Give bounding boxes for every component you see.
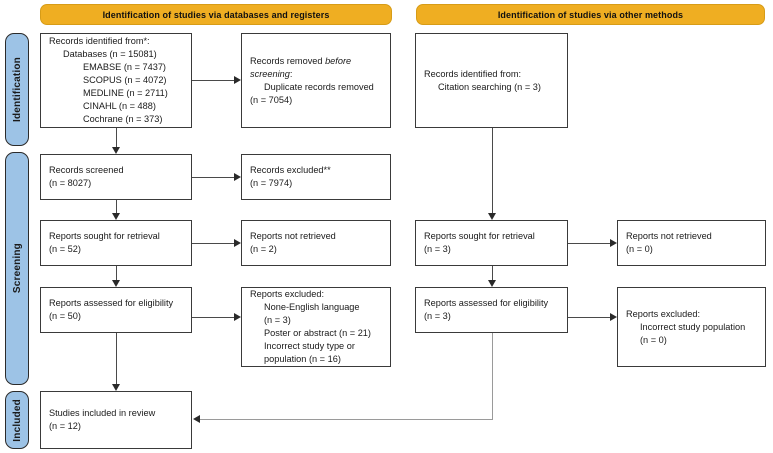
phase-label-included: Included xyxy=(5,391,29,449)
box-records-removed: Records removed before screening: Duplic… xyxy=(241,33,391,128)
records-identified-other-line-2: Citation searching (n = 3) xyxy=(438,81,541,92)
box-records-excluded: Records excluded** (n = 7974) xyxy=(241,154,391,200)
reports-excluded-right-line-1: Reports excluded: xyxy=(626,308,701,319)
studies-included-line-2: (n = 12) xyxy=(49,421,81,431)
records-screened-line-2: (n = 8027) xyxy=(49,178,92,188)
records-identified-line-6: CINAHL (n = 488) xyxy=(83,101,156,111)
box-records-identified-other: Records identified from: Citation search… xyxy=(415,33,568,128)
column-header-databases: Identification of studies via databases … xyxy=(40,4,392,25)
connector-right-to-included-vertical xyxy=(492,333,493,420)
reports-assessed-left-line-2: (n = 50) xyxy=(49,311,81,321)
reports-not-retrieved-right-line-2: (n = 0) xyxy=(626,244,653,254)
box-reports-excluded-left: Reports excluded: None-English language … xyxy=(241,287,391,367)
records-removed-l2-tail: : xyxy=(289,68,293,79)
arrowhead-sought-to-assessed-left xyxy=(112,280,120,287)
reports-sought-left-line-1: Reports sought for retrieval xyxy=(49,231,160,241)
reports-not-retrieved-left-line-1: Reports not retrieved xyxy=(250,231,336,241)
studies-included-line-1: Studies included in review xyxy=(49,408,156,418)
connector-assessed-to-included xyxy=(116,333,117,384)
reports-not-retrieved-right-line-1: Reports not retrieved xyxy=(626,231,712,241)
records-identified-other-line-1: Records identified from: xyxy=(424,68,522,79)
phase-label-identification-text: Identification xyxy=(11,56,23,123)
arrowhead-assessed-to-included xyxy=(112,384,120,391)
arrowhead-assessed-to-excluded-right xyxy=(610,313,617,321)
reports-excluded-left-line-4: Poster or abstract (n = 21) xyxy=(264,328,371,338)
box-reports-assessed-right: Reports assessed for eligibility (n = 3) xyxy=(415,287,568,333)
connector-identified-to-screened xyxy=(116,128,117,147)
reports-not-retrieved-left-line-2: (n = 2) xyxy=(250,244,277,254)
connector-identified-to-removed xyxy=(192,80,234,81)
connector-sought-to-assessed-right xyxy=(492,266,493,280)
box-reports-sought-right: Reports sought for retrieval (n = 3) xyxy=(415,220,568,266)
connector-sought-to-assessed-left xyxy=(116,266,117,280)
records-removed-line-3: Duplicate records removed xyxy=(264,81,374,92)
box-reports-excluded-right: Reports excluded: Incorrect study popula… xyxy=(617,287,766,367)
box-studies-included: Studies included in review (n = 12) xyxy=(40,391,192,449)
reports-excluded-right-line-2: Incorrect study population xyxy=(640,321,746,332)
records-removed-l1-italic: before xyxy=(325,55,352,66)
connector-screened-to-sought xyxy=(116,200,117,213)
box-records-screened: Records screened (n = 8027) xyxy=(40,154,192,200)
phase-label-included-text: Included xyxy=(11,398,23,442)
phase-label-screening: Screening xyxy=(5,152,29,385)
records-screened-line-1: Records screened xyxy=(49,165,124,175)
arrowhead-assessed-to-excluded-left xyxy=(234,313,241,321)
records-identified-line-2: Databases (n = 15081) xyxy=(63,49,157,59)
box-records-identified: Records identified from*: Databases (n =… xyxy=(40,33,192,128)
records-excluded-line-1: Records excluded** xyxy=(250,165,331,175)
connector-right-to-included-horizontal xyxy=(200,419,493,420)
reports-excluded-left-line-3: (n = 3) xyxy=(264,315,291,325)
records-identified-line-5: MEDLINE (n = 2711) xyxy=(83,88,168,98)
column-header-other-methods: Identification of studies via other meth… xyxy=(416,4,765,25)
phase-label-screening-text: Screening xyxy=(11,243,23,294)
records-removed-line-4: (n = 7054) xyxy=(250,94,293,105)
arrowhead-screened-to-excluded xyxy=(234,173,241,181)
box-reports-not-retrieved-left: Reports not retrieved (n = 2) xyxy=(241,220,391,266)
reports-assessed-right-line-2: (n = 3) xyxy=(424,311,451,321)
records-removed-l1-text: Records removed xyxy=(250,55,326,66)
reports-assessed-right-line-1: Reports assessed for eligibility xyxy=(424,298,549,308)
arrowhead-sought-to-not-retrieved-left xyxy=(234,239,241,247)
arrowhead-sought-to-assessed-right xyxy=(488,280,496,287)
reports-sought-right-line-1: Reports sought for retrieval xyxy=(424,231,535,241)
connector-identified-other-to-sought-right xyxy=(492,128,493,213)
arrowhead-identified-to-removed xyxy=(234,76,241,84)
phase-label-identification: Identification xyxy=(5,33,29,146)
records-identified-line-4: SCOPUS (n = 4072) xyxy=(83,75,167,85)
box-reports-sought-left: Reports sought for retrieval (n = 52) xyxy=(40,220,192,266)
arrowhead-screened-to-sought xyxy=(112,213,120,220)
records-removed-line-1: Records removed before xyxy=(250,55,382,68)
records-identified-line-3: EMABSE (n = 7437) xyxy=(83,62,166,72)
connector-sought-to-not-retrieved-right xyxy=(568,243,610,244)
records-removed-l2-italic: screening xyxy=(250,68,290,79)
reports-assessed-left-line-1: Reports assessed for eligibility xyxy=(49,298,174,308)
connector-sought-to-not-retrieved-left xyxy=(192,243,234,244)
connector-assessed-to-excluded-right xyxy=(568,317,610,318)
arrowhead-sought-to-not-retrieved-right xyxy=(610,239,617,247)
reports-excluded-left-line-6: population (n = 16) xyxy=(264,354,341,364)
reports-excluded-left-line-2: None-English language xyxy=(264,302,360,312)
records-excluded-line-2: (n = 7974) xyxy=(250,178,293,188)
connector-assessed-to-excluded-left xyxy=(192,317,234,318)
records-removed-line-2: screening: xyxy=(250,68,382,81)
reports-excluded-left-line-5: Incorrect study type or xyxy=(264,341,355,351)
records-identified-line-7: Cochrane (n = 373) xyxy=(83,114,163,124)
records-identified-line-1: Records identified from*: xyxy=(49,36,150,46)
box-reports-assessed-left: Reports assessed for eligibility (n = 50… xyxy=(40,287,192,333)
arrowhead-identified-other-to-sought-right xyxy=(488,213,496,220)
box-reports-not-retrieved-right: Reports not retrieved (n = 0) xyxy=(617,220,766,266)
reports-sought-left-line-2: (n = 52) xyxy=(49,244,81,254)
reports-excluded-left-line-1: Reports excluded: xyxy=(250,289,325,299)
connector-screened-to-excluded xyxy=(192,177,234,178)
arrowhead-identified-to-screened xyxy=(112,147,120,154)
arrowhead-right-to-included xyxy=(193,415,200,423)
reports-excluded-right-line-3: (n = 0) xyxy=(640,334,667,345)
reports-sought-right-line-2: (n = 3) xyxy=(424,244,451,254)
